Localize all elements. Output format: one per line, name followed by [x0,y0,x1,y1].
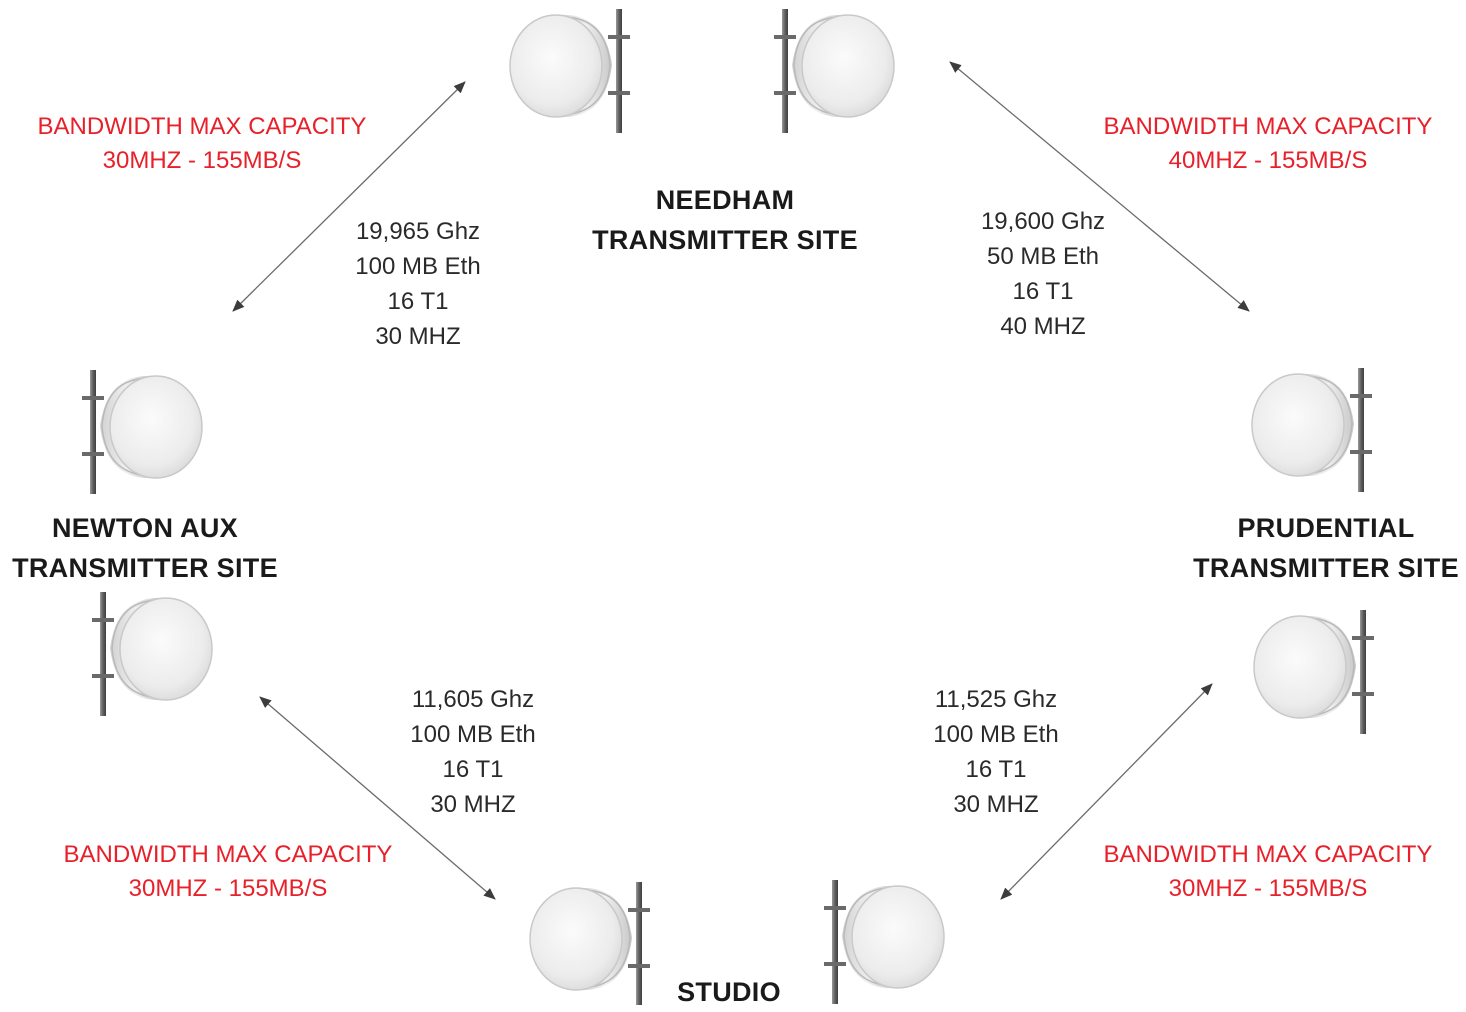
link-bandwidth: 30 MHZ [375,323,461,350]
needham-newton-link-arrow [232,81,466,312]
capacity-title: BANDWIDTH MAX CAPACITY [63,841,393,868]
capacity-value: 30MHZ - 155MB/S [1168,875,1368,902]
link-ethernet: 50 MB Eth [986,243,1100,270]
prudential-site-name: PRUDENTIAL [1237,513,1415,543]
capacity-title: BANDWIDTH MAX CAPACITY [1103,113,1433,140]
link-t1: 16 T1 [1012,278,1074,305]
link-ethernet: 100 MB Eth [410,721,536,748]
newton-site-type: TRANSMITTER SITE [12,553,278,583]
link-bandwidth: 30 MHZ [953,791,1039,818]
newton-site-name: NEWTON AUX [51,513,238,543]
newton-dish-upper-icon [81,369,203,495]
needham-newton-specs: 19,965 Ghz 100 MB Eth 16 T1 30 MHZ [318,214,518,354]
newton-studio-specs: 11,605 Ghz 100 MB Eth 16 T1 30 MHZ [373,682,573,822]
link-ethernet: 100 MB Eth [355,253,481,280]
capacity-value: 30MHZ - 155MB/S [128,875,328,902]
link-bandwidth: 30 MHZ [430,791,516,818]
link-t1: 16 T1 [442,756,504,783]
capacity-value: 30MHZ - 155MB/S [102,147,302,174]
prudential-dish-lower-icon [1253,609,1375,735]
studio-site-name: STUDIO [677,977,781,1007]
prudential-studio-specs: 11,525 Ghz 100 MB Eth 16 T1 30 MHZ [896,682,1096,822]
needham-prudential-specs: 19,600 Ghz 50 MB Eth 16 T1 40 MHZ [943,204,1143,344]
link-frequency: 19,965 Ghz [355,218,481,245]
prudential-studio-link-arrow [1000,683,1213,900]
capacity-value: 40MHZ - 155MB/S [1168,147,1368,174]
needham-prudential-link-arrow [949,61,1250,312]
studio-dish-right-icon [823,879,945,1005]
link-frequency: 11,525 Ghz [934,686,1058,713]
needham-dish-right-icon [773,8,895,134]
newton-studio-link-arrow [259,696,496,900]
newton-studio-capacity: BANDWIDTH MAX CAPACITY 30MHZ - 155MB/S [48,838,408,906]
prudential-studio-capacity: BANDWIDTH MAX CAPACITY 30MHZ - 155MB/S [1088,838,1448,906]
prudential-dish-upper-icon [1251,367,1373,493]
needham-site-label: NEEDHAM TRANSMITTER SITE [560,180,890,260]
link-ethernet: 100 MB Eth [933,721,1059,748]
link-t1: 16 T1 [965,756,1027,783]
prudential-site-label: PRUDENTIAL TRANSMITTER SITE [1180,508,1466,588]
newton-dish-lower-icon [91,591,213,717]
needham-dish-left-icon [509,8,631,134]
needham-prudential-capacity: BANDWIDTH MAX CAPACITY 40MHZ - 155MB/S [1088,110,1448,178]
link-bandwidth: 40 MHZ [1000,313,1086,340]
capacity-title: BANDWIDTH MAX CAPACITY [1103,841,1433,868]
studio-site-label: STUDIO [629,972,829,1012]
newton-site-label: NEWTON AUX TRANSMITTER SITE [0,508,290,588]
link-t1: 16 T1 [387,288,449,315]
link-frequency: 19,600 Ghz [980,208,1106,235]
needham-site-name: NEEDHAM [655,185,795,215]
needham-site-type: TRANSMITTER SITE [592,225,858,255]
needham-newton-capacity: BANDWIDTH MAX CAPACITY 30MHZ - 155MB/S [22,110,382,178]
link-frequency: 11,605 Ghz [411,686,535,713]
prudential-site-type: TRANSMITTER SITE [1193,553,1459,583]
capacity-title: BANDWIDTH MAX CAPACITY [37,113,367,140]
